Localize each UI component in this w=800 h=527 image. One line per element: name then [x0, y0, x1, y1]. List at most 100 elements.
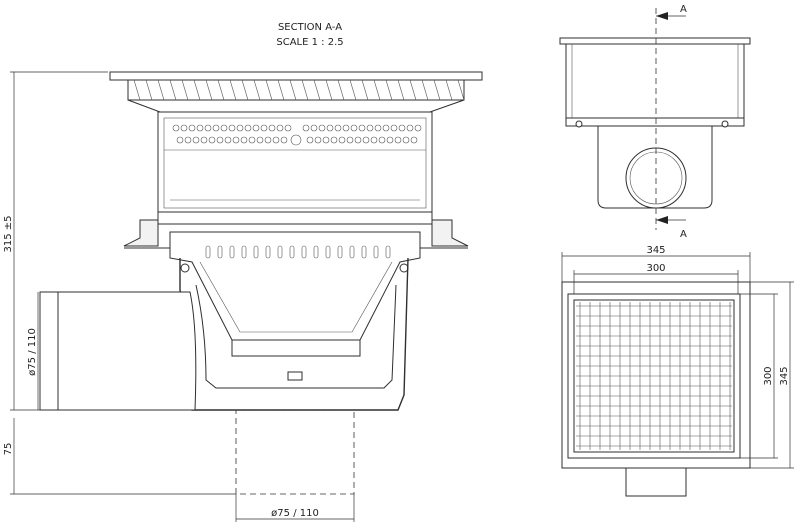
- basket-hole: [314, 136, 322, 144]
- plan-inner-frame: [567, 293, 741, 459]
- basket-hole: [346, 136, 354, 144]
- grate-bar: [325, 79, 333, 101]
- basket-hole: [358, 124, 366, 132]
- grate-bar: [289, 79, 297, 101]
- funnel-slot: [373, 245, 379, 259]
- basket-hole: [232, 136, 240, 144]
- grate-bar: [169, 79, 177, 101]
- side-view: A A: [559, 4, 751, 240]
- funnel: [169, 231, 421, 341]
- basket-hole: [284, 124, 292, 132]
- basket-hole: [350, 124, 358, 132]
- funnel-slot: [217, 245, 223, 259]
- basket-hole: [172, 124, 180, 132]
- grate-bar: [457, 79, 465, 101]
- drain-plug: [287, 371, 303, 381]
- basket-base: [157, 211, 433, 225]
- basket-hole: [410, 136, 418, 144]
- grate-bar: [373, 79, 381, 101]
- grate-bar: [205, 79, 213, 101]
- funnel-slot: [385, 245, 391, 259]
- grate-bar: [313, 79, 321, 101]
- basket-hole: [228, 124, 236, 132]
- water-seal: [231, 339, 361, 357]
- basket-hole: [208, 136, 216, 144]
- basket-hole: [180, 124, 188, 132]
- right-flange: [431, 219, 469, 247]
- grate-bar: [193, 79, 201, 101]
- basket-hole: [386, 136, 394, 144]
- grate-bar: [349, 79, 357, 101]
- grate-bar: [445, 79, 453, 101]
- funnel-slot: [253, 245, 259, 259]
- grate-bar: [277, 79, 285, 101]
- side-upper-body: [565, 43, 745, 119]
- funnel-slot: [361, 245, 367, 259]
- grate-bar: [301, 79, 309, 101]
- basket-hole: [414, 124, 422, 132]
- basket-hole: [248, 136, 256, 144]
- basket-hole: [260, 124, 268, 132]
- basket-hole: [276, 124, 284, 132]
- basket-hole: [338, 136, 346, 144]
- funnel-slot: [313, 245, 319, 259]
- grate-bar: [409, 79, 417, 101]
- basket-hole: [236, 124, 244, 132]
- left-flange: [123, 219, 159, 247]
- basket-hole: [244, 124, 252, 132]
- grate-bar: [229, 79, 237, 101]
- grate-bar: [337, 79, 345, 101]
- grating-frame: [127, 79, 465, 101]
- horizontal-outlet: [39, 291, 197, 411]
- basket-hole: [184, 136, 192, 144]
- scale-label: SCALE 1 : 2.5: [276, 37, 343, 48]
- basket-hole: [370, 136, 378, 144]
- basket-hole: [302, 124, 310, 132]
- grate-bar: [265, 79, 273, 101]
- basket-hole: [366, 124, 374, 132]
- grate-bar: [145, 79, 153, 101]
- basket-hole: [176, 136, 184, 144]
- grating-hatch: [133, 79, 465, 101]
- basket-hole: [402, 136, 410, 144]
- lower-height-dimension: 75: [3, 443, 14, 456]
- basket-hole: [382, 124, 390, 132]
- funnel-slot: [325, 245, 331, 259]
- grate-bar: [241, 79, 249, 101]
- basket-hole: [196, 124, 204, 132]
- basket-hole: [330, 136, 338, 144]
- right-clip: [399, 263, 409, 273]
- basket-hole: [362, 136, 370, 144]
- basket-hole: [272, 136, 280, 144]
- funnel-slot: [337, 245, 343, 259]
- vertical-outlet: [235, 409, 355, 495]
- grate-bar: [397, 79, 405, 101]
- basket-hole: [192, 136, 200, 144]
- funnel-slot: [265, 245, 271, 259]
- basket-hole: [378, 136, 386, 144]
- funnel-slot: [229, 245, 235, 259]
- basket-hole: [188, 124, 196, 132]
- basket-hole: [252, 124, 260, 132]
- inner-width-dimension: 300: [646, 263, 665, 274]
- left-clip: [180, 263, 190, 273]
- basket-hole: [354, 136, 362, 144]
- cut-label-bottom: A: [680, 229, 687, 240]
- grate-bar: [361, 79, 369, 101]
- frame-taper: [127, 99, 465, 113]
- basket-hole: [390, 124, 398, 132]
- outlet-vertical-dimension: ø75 / 110: [271, 508, 319, 519]
- basket-hole: [216, 136, 224, 144]
- grate-bar: [181, 79, 189, 101]
- basket-hole: [394, 136, 402, 144]
- basket-hole: [398, 124, 406, 132]
- basket-hole: [268, 124, 276, 132]
- section-view: 315 ±5 ø75 / 110 75 ø75 / 110: [3, 71, 483, 522]
- side-top-rim: [559, 37, 751, 45]
- grate-bar: [253, 79, 261, 101]
- funnel-slot: [277, 245, 283, 259]
- inner-height-dimension: 300: [763, 366, 774, 385]
- grate-bar: [433, 79, 441, 101]
- top-flange: [109, 71, 483, 81]
